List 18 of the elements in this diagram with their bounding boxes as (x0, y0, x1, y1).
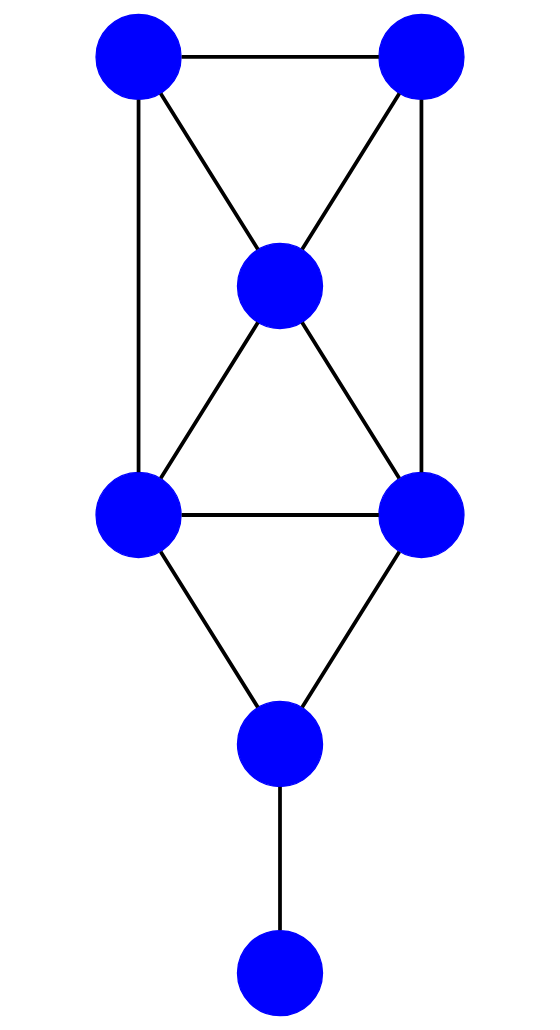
node-circle (95, 13, 182, 101)
node-circle (236, 929, 324, 1017)
connector (159, 550, 260, 709)
connector (181, 513, 379, 517)
node-circle (378, 13, 465, 101)
connector (181, 55, 379, 59)
node-circle (236, 700, 324, 788)
node-circle (236, 242, 324, 330)
node-circle (378, 471, 465, 559)
connector (300, 92, 401, 251)
connector (300, 321, 401, 480)
connector (419, 99, 424, 473)
connector (159, 321, 260, 480)
connector (136, 99, 141, 473)
node-circle (95, 471, 182, 559)
connector (159, 92, 260, 251)
connector (300, 550, 401, 709)
connector (278, 786, 282, 931)
